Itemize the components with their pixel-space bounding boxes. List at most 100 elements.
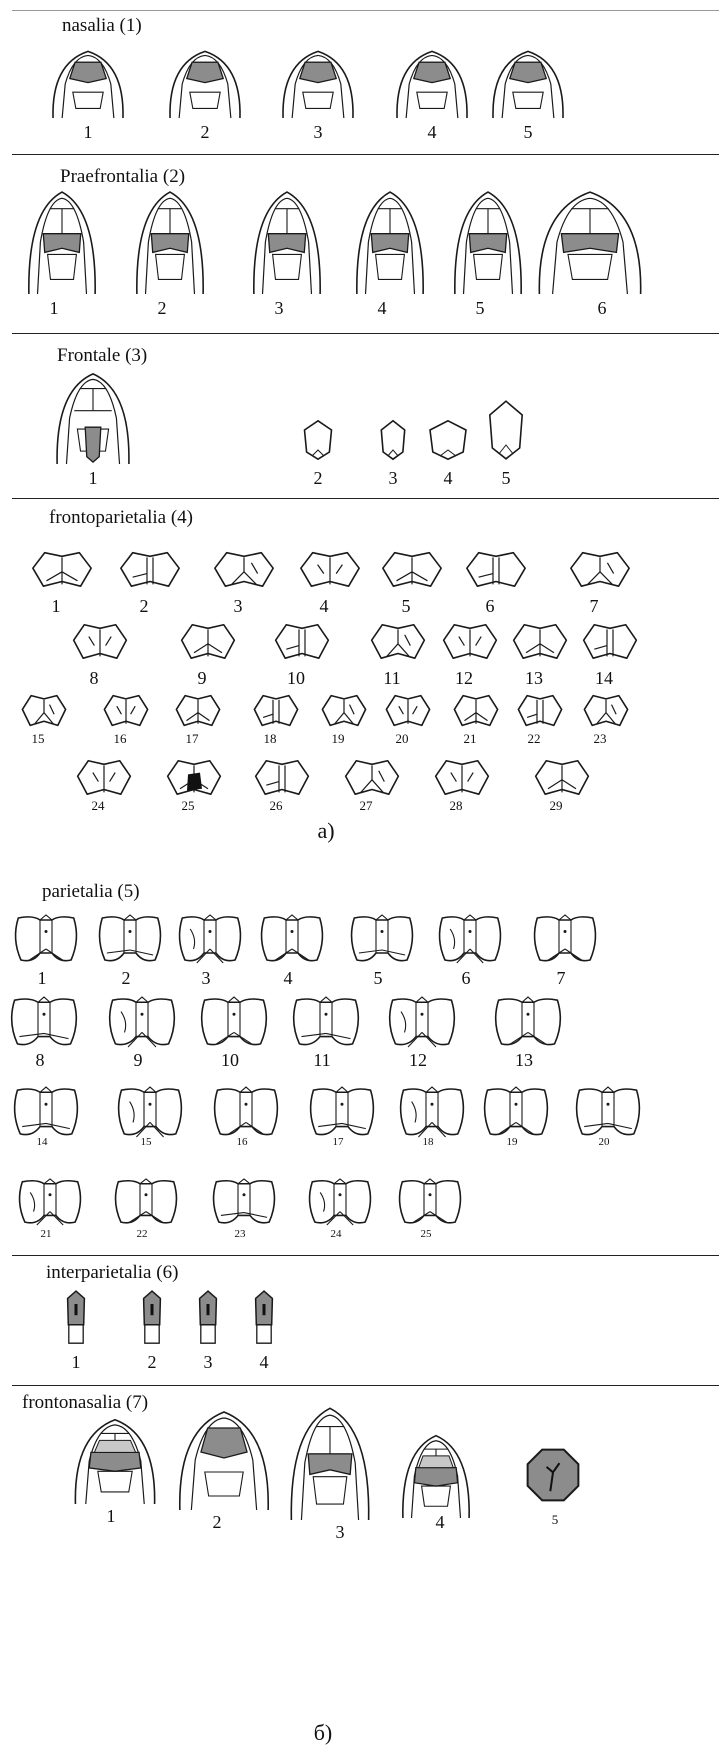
parietalia-number: 20 xyxy=(584,1136,624,1148)
parietalia-number: 10 xyxy=(210,1050,250,1071)
praefrontalia-figure xyxy=(26,190,98,294)
frontoparietalia-number: 25 xyxy=(168,798,208,814)
frontoparietalia-number: 6 xyxy=(470,596,510,617)
frontoparietalia-figure xyxy=(166,760,222,796)
section-divider xyxy=(12,10,719,11)
nasalia-number: 5 xyxy=(508,122,548,143)
parietalia-number: 22 xyxy=(122,1228,162,1240)
praefrontalia-number: 5 xyxy=(460,298,500,319)
frontonasalia-figure xyxy=(400,1434,472,1518)
praefrontalia-number: 4 xyxy=(362,298,402,319)
parietalia-number: 7 xyxy=(541,968,581,989)
praefrontalia-figure xyxy=(354,190,426,294)
parietalia-figure xyxy=(437,914,503,964)
praefrontalia-number: 6 xyxy=(582,298,622,319)
frontonasalia-figure xyxy=(288,1406,372,1520)
frontonasalia-number: 5 xyxy=(535,1512,575,1528)
frontoparietalia-figure xyxy=(442,624,498,660)
parietalia-figure xyxy=(211,1178,277,1226)
frontale-number: 4 xyxy=(428,468,468,489)
interparietalia-number: 1 xyxy=(56,1352,96,1373)
frontoparietalia-figure xyxy=(274,624,330,660)
parietalia-figure xyxy=(113,1178,179,1226)
parietalia-number: 3 xyxy=(186,968,226,989)
praefrontalia-figure xyxy=(251,190,323,294)
frontoparietalia-number: 21 xyxy=(450,731,490,747)
parietalia-figure xyxy=(177,914,243,964)
frontoparietalia-figure xyxy=(321,695,367,727)
parietalia-number: 24 xyxy=(316,1228,356,1240)
frontoparietalia-number: 23 xyxy=(580,731,620,747)
frontoparietalia-number: 4 xyxy=(304,596,344,617)
section-divider xyxy=(12,1255,719,1256)
frontoparietalia-number: 2 xyxy=(124,596,164,617)
parietalia-number: 15 xyxy=(126,1136,166,1148)
parietalia-number: 4 xyxy=(268,968,308,989)
parietalia-figure xyxy=(17,1178,83,1226)
parietalia-figure xyxy=(107,996,177,1048)
frontoparietalia-figure xyxy=(465,552,527,588)
section-title-interparietalia: interparietalia (6) xyxy=(46,1262,178,1284)
frontoparietalia-number: 22 xyxy=(514,731,554,747)
panel-label-a: а) xyxy=(296,818,356,844)
parietalia-number: 12 xyxy=(398,1050,438,1071)
parietalia-figure xyxy=(387,996,457,1048)
parietalia-figure xyxy=(307,1178,373,1226)
frontonasalia-number: 2 xyxy=(197,1512,237,1533)
frontoparietalia-number: 27 xyxy=(346,798,386,814)
parietalia-figure xyxy=(212,1086,280,1138)
frontale-number: 2 xyxy=(298,468,338,489)
frontoparietalia-figure xyxy=(583,695,629,727)
frontoparietalia-figure xyxy=(119,552,181,588)
interparietalia-number: 3 xyxy=(188,1352,228,1373)
frontoparietalia-figure xyxy=(370,624,426,660)
parietalia-number: 9 xyxy=(118,1050,158,1071)
parietalia-number: 23 xyxy=(220,1228,260,1240)
section-divider xyxy=(12,1385,719,1386)
frontoparietalia-number: 3 xyxy=(218,596,258,617)
frontoparietalia-number: 7 xyxy=(574,596,614,617)
frontonasalia-number: 3 xyxy=(320,1522,360,1543)
frontoparietalia-number: 9 xyxy=(182,668,222,689)
section-divider xyxy=(12,154,719,155)
frontoparietalia-figure xyxy=(517,695,563,727)
section-divider xyxy=(12,333,719,334)
parietalia-figure xyxy=(12,1086,80,1138)
frontoparietalia-number: 1 xyxy=(36,596,76,617)
frontoparietalia-figure xyxy=(31,552,93,588)
parietalia-figure xyxy=(116,1086,184,1138)
frontoparietalia-number: 20 xyxy=(382,731,422,747)
frontoparietalia-number: 18 xyxy=(250,731,290,747)
nasalia-figure xyxy=(50,50,126,118)
parietalia-number: 1 xyxy=(22,968,62,989)
frontoparietalia-figure xyxy=(344,760,400,796)
frontoparietalia-figure xyxy=(21,695,67,727)
parietalia-figure xyxy=(398,1086,466,1138)
frontoparietalia-figure xyxy=(103,695,149,727)
praefrontalia-figure xyxy=(535,190,645,294)
parietalia-figure xyxy=(349,914,415,964)
praefrontalia-figure xyxy=(452,190,524,294)
praefrontalia-number: 1 xyxy=(34,298,74,319)
frontoparietalia-figure xyxy=(76,760,132,796)
frontoparietalia-figure xyxy=(175,695,221,727)
parietalia-number: 19 xyxy=(492,1136,532,1148)
frontoparietalia-figure xyxy=(213,552,275,588)
parietalia-figure xyxy=(482,1086,550,1138)
nasalia-number: 2 xyxy=(185,122,225,143)
section-title-frontonasalia: frontonasalia (7) xyxy=(22,1392,148,1414)
frontale-number: 5 xyxy=(486,468,526,489)
parietalia-number: 2 xyxy=(106,968,146,989)
frontoparietalia-number: 8 xyxy=(74,668,114,689)
nasalia-number: 1 xyxy=(68,122,108,143)
frontoparietalia-figure xyxy=(385,695,431,727)
parietalia-number: 8 xyxy=(20,1050,60,1071)
interparietalia-figure xyxy=(196,1290,220,1346)
frontoparietalia-figure xyxy=(180,624,236,660)
frontale-figure xyxy=(380,420,406,460)
interparietalia-figure xyxy=(140,1290,164,1346)
frontoparietalia-number: 17 xyxy=(172,731,212,747)
frontonasalia-figure xyxy=(526,1448,580,1502)
frontoparietalia-number: 11 xyxy=(372,668,412,689)
